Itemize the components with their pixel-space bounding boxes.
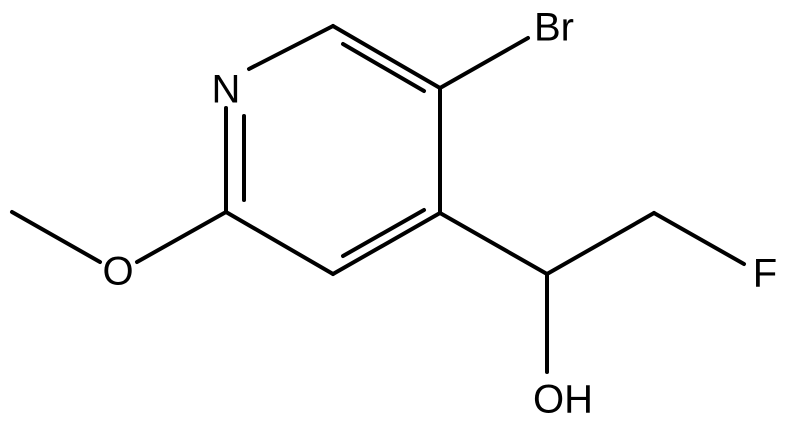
bond-c4-choh — [438, 211, 549, 276]
bond-c4-c3 — [331, 211, 442, 276]
atom-label-o-methoxy: O — [102, 250, 133, 294]
bond-c4-c3-inner — [341, 208, 426, 258]
bond-c6-c5 — [331, 24, 442, 90]
atom-label-br: Br — [534, 6, 574, 50]
bond-n-c6 — [247, 24, 335, 71]
bond-c2-o — [135, 210, 228, 264]
bond-choh-ch2 — [545, 211, 656, 276]
bond-c5-br — [438, 36, 530, 90]
bond-o-ch3 — [10, 210, 102, 264]
bond-c6-c5-inner — [341, 42, 426, 93]
bond-c3-c2 — [224, 210, 335, 276]
atom-label-n: N — [212, 68, 241, 112]
bond-ch2-f — [652, 211, 746, 266]
atom-label-oh: OH — [533, 378, 593, 422]
atom-label-f: F — [753, 252, 777, 296]
